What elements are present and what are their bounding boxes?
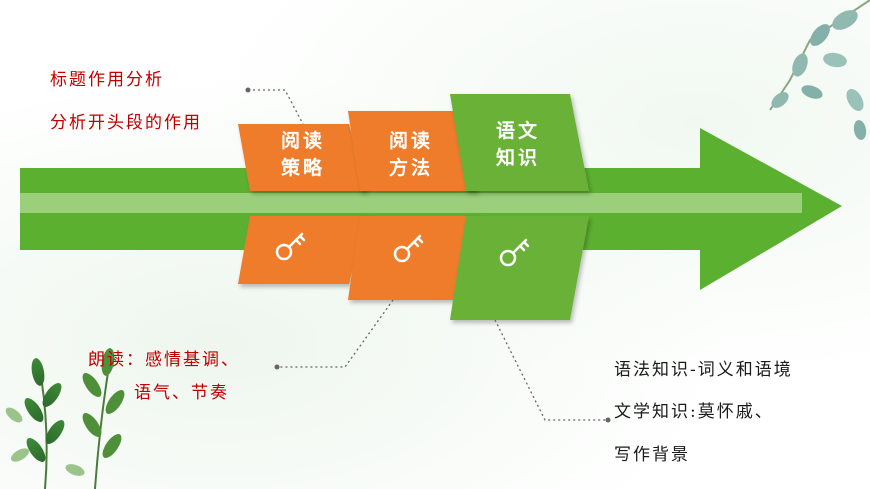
connector-dot (274, 364, 280, 370)
key-icon (393, 234, 424, 263)
note-method-line1: 朗读：感情基调、 (88, 350, 240, 370)
key-icon (499, 238, 530, 267)
step-panel-knowledge[interactable] (450, 94, 589, 320)
step-label-line: 语文 (495, 120, 540, 142)
note-knowledge-line2: 文学知识:莫怀戚、 (614, 402, 774, 422)
step-panel-method[interactable] (348, 111, 477, 300)
step-label-line: 策略 (280, 157, 325, 179)
note-strategy-line2: 分析开头段的作用 (50, 113, 202, 133)
step-label-line: 阅读 (388, 130, 433, 152)
connector-dot (245, 87, 251, 93)
step-panel-strategy[interactable] (238, 124, 366, 284)
step-label-strategy: 阅读 策略 (258, 128, 348, 182)
foliage-top-right (769, 0, 870, 140)
key-icon (275, 232, 306, 261)
connector-knowledge (494, 319, 608, 421)
connector-dot (605, 417, 611, 423)
step-label-method: 阅读 方法 (366, 128, 456, 182)
note-strategy-line1: 标题作用分析 (50, 70, 164, 90)
connector-method (277, 299, 394, 368)
foliage-bottom-left (5, 348, 125, 489)
step-label-knowledge: 语文 知识 (472, 118, 564, 172)
note-knowledge-line1: 语法知识-词义和语境 (614, 360, 793, 380)
connector-strategy (248, 89, 304, 125)
note-knowledge-line3: 写作背景 (614, 445, 690, 465)
main-arrow (20, 128, 842, 290)
step-label-line: 知识 (495, 147, 540, 169)
step-label-line: 方法 (388, 157, 433, 179)
note-method-line2: 语气、节奏 (134, 383, 229, 403)
step-label-line: 阅读 (280, 130, 325, 152)
